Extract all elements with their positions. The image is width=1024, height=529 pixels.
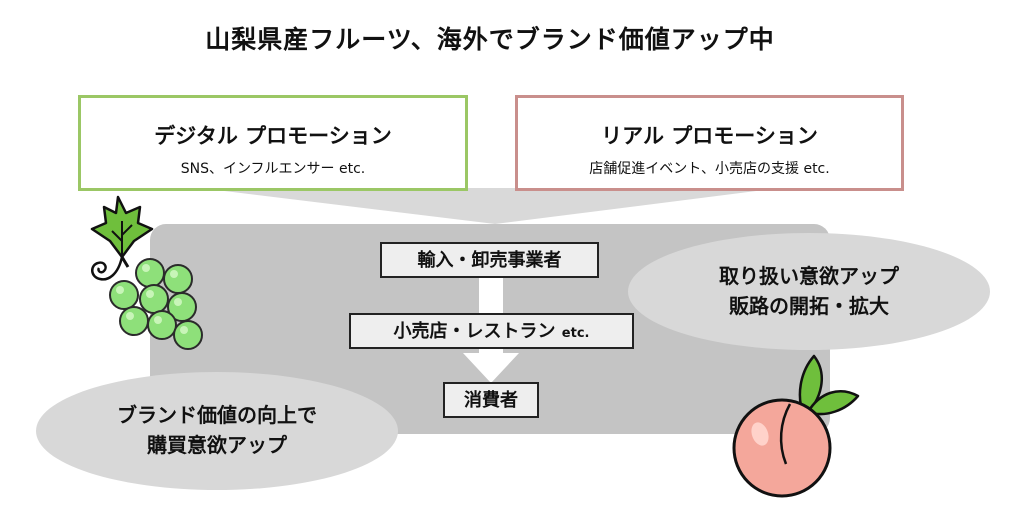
distributor-benefit-line2: 販路の開拓・拡大 [729,294,889,318]
real-promotion-subtitle: 店舗促進イベント、小売店の支援 etc. [589,161,830,177]
digital-promotion-title: デジタル プロモーション [154,124,392,148]
digital-promotion-subtitle: SNS、インフルエンサー etc. [180,161,366,177]
importer-wholesaler-box: 輸入・卸売事業者 [380,242,599,278]
consumer-benefit-line1: ブランド価値の向上で [117,403,317,427]
peach-icon [732,354,860,498]
real-promotion-title: リアル プロモーション [601,124,818,148]
retail-restaurant-label: 小売店・レストラン [393,321,556,342]
grape-icon [90,195,203,350]
real-promotion-box: リアル プロモーション 店舗促進イベント、小売店の支援 etc. [515,95,904,191]
consumer-box: 消費者 [443,382,539,418]
page-title: 山梨県産フルーツ、海外でブランド価値アップ中 [205,25,775,54]
retail-restaurant-etc: etc. [561,326,590,341]
distributor-benefit-bubble: 取り扱い意欲アップ 販路の開拓・拡大 [628,233,990,350]
digital-promotion-box: デジタル プロモーション SNS、インフルエンサー etc. [78,95,468,191]
retail-restaurant-box: 小売店・レストラン etc. [349,313,634,349]
consumer-benefit-bubble: ブランド価値の向上で 購買意欲アップ [36,372,398,490]
distributor-benefit-line1: 取り扱い意欲アップ [719,264,899,288]
consumer-benefit-line2: 購買意欲アップ [147,433,287,457]
